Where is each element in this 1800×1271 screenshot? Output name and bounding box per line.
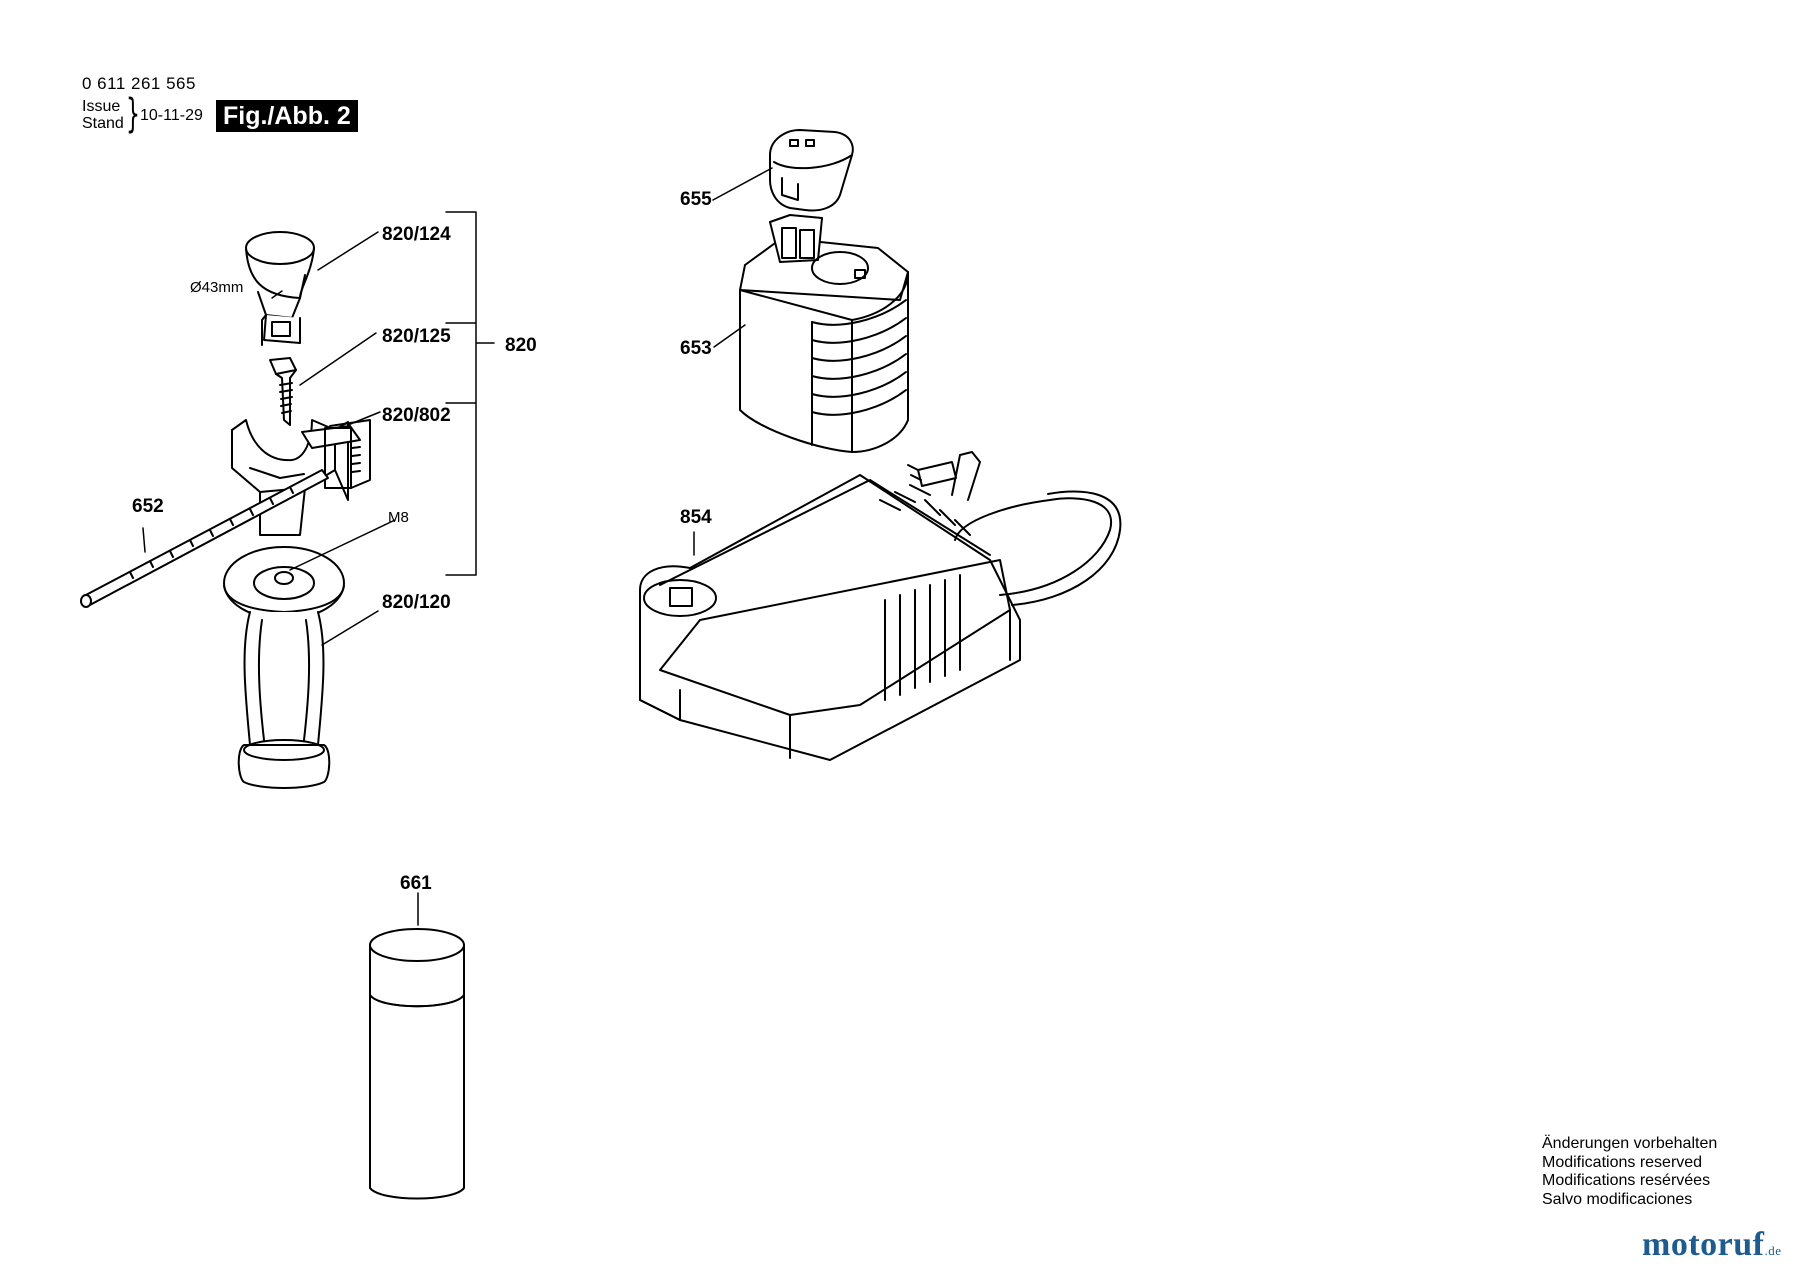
callout-820: 820	[505, 335, 537, 356]
handle-820-120	[223, 546, 345, 789]
callout-854: 854	[680, 507, 712, 528]
leader-653	[713, 324, 746, 348]
depth-rod-652	[80, 469, 329, 608]
notice-line-es: Salvo modificaciones	[1542, 1190, 1693, 1208]
notice-line-en: Modifications reserved	[1542, 1153, 1703, 1171]
right-assembly	[639, 129, 1122, 761]
leader-652	[142, 527, 146, 553]
diameter-label: Ø43mm	[190, 279, 244, 296]
callout-820-125: 820/125	[382, 326, 451, 347]
figure-label: Fig./Abb. 2	[216, 100, 358, 132]
brand-watermark: motoruf.de	[1642, 1226, 1782, 1264]
charger-854	[639, 451, 1122, 761]
brand-name: motoruf	[1642, 1226, 1765, 1263]
brand-tld: .de	[1764, 1243, 1782, 1258]
callout-653: 653	[680, 338, 712, 359]
holder-820-802	[231, 419, 371, 536]
callout-661: 661	[400, 873, 432, 894]
notice-line-de: Änderungen vorbehalten	[1542, 1135, 1718, 1152]
leader-820-802	[347, 411, 381, 426]
callout-820-802: 820/802	[382, 405, 451, 426]
leader-655	[712, 167, 773, 201]
issue-label: Issue	[82, 98, 121, 115]
tube-661	[369, 928, 465, 1200]
leader-820-124	[317, 231, 379, 271]
modifications-notice: Änderungen vorbehalten Modifications res…	[1542, 1135, 1717, 1209]
leader-lines	[142, 167, 773, 926]
leader-820-120	[321, 610, 379, 646]
callout-652: 652	[132, 496, 164, 517]
battery-653	[739, 214, 909, 453]
notice-line-fr: Modifications resérvées	[1542, 1172, 1711, 1189]
bolt-820-125	[269, 357, 297, 426]
issue-date: 10-11-29	[140, 107, 203, 124]
leader-820-125	[299, 332, 377, 386]
clamp-band-820-124	[245, 231, 315, 346]
callout-820-120: 820/120	[382, 592, 451, 613]
leader-diameter	[271, 290, 283, 299]
callout-820-124: 820/124	[382, 224, 451, 245]
brace-glyph: }	[126, 91, 140, 137]
issue-stand-labels: Issue Stand	[82, 98, 124, 132]
callout-655: 655	[680, 189, 712, 210]
part-number: 0 611 261 565	[82, 74, 196, 93]
bracket-820	[445, 211, 495, 576]
thread-label: M8	[388, 509, 409, 526]
stand-label: Stand	[82, 115, 124, 132]
cap-655	[769, 129, 854, 212]
left-assembly	[80, 231, 465, 1200]
leader-m8	[289, 519, 396, 571]
